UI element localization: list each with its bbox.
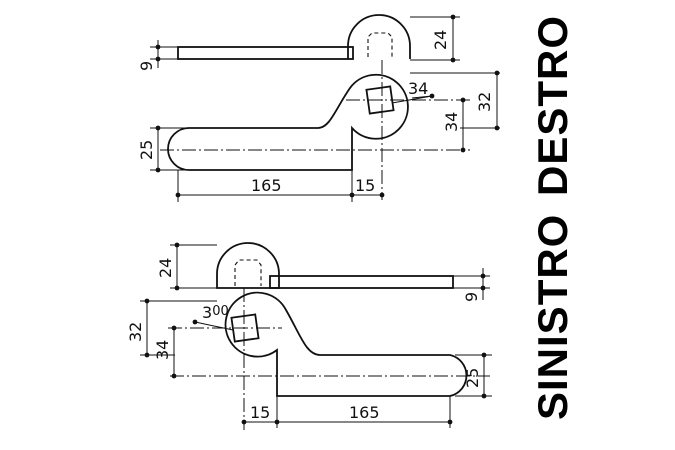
- sinistro-plate: [269, 275, 454, 289]
- destro-dim-pivot-to-plate: 32: [475, 92, 494, 112]
- sinistro-knuckle-hidden: [234, 259, 262, 286]
- sinistro-dim-pivot-to-arm: 34: [153, 340, 172, 360]
- destro-knuckle-hidden: [367, 32, 393, 57]
- sinistro-view: 24 9 32 34 300 25 15 165: [126, 242, 492, 430]
- destro-dim-pivot-offset: 15: [355, 176, 375, 195]
- sinistro-pivot-square: [230, 313, 260, 343]
- destro-arm: [167, 73, 409, 171]
- destro-dim-plate-thickness: 9: [137, 61, 156, 71]
- sinistro-knuckle: [216, 242, 280, 289]
- sinistro-dim-plate-thickness: 9: [462, 292, 481, 302]
- label-destro: DESTRO: [529, 15, 576, 196]
- sinistro-arm: [224, 291, 468, 397]
- label-sinistro: SINISTRO: [529, 214, 576, 420]
- sinistro-dim-pivot-offset: 15: [250, 403, 270, 422]
- destro-view: 9 24 32 34 34 25 165 15: [137, 14, 500, 202]
- destro-dim-square: 34: [408, 79, 428, 98]
- sinistro-dim-arm-width: 25: [463, 368, 482, 388]
- destro-dim-arm-length: 165: [251, 176, 282, 195]
- destro-plate: [177, 46, 354, 60]
- sinistro-dim-knuckle-height: 24: [156, 258, 175, 278]
- destro-dim-pivot-to-arm: 34: [442, 112, 461, 132]
- sinistro-dim-arm-length: 165: [349, 403, 380, 422]
- destro-dim-knuckle-height: 24: [431, 30, 450, 50]
- sinistro-dim-pivot-to-plate: 32: [126, 322, 145, 342]
- sinistro-dim-square: 300: [202, 303, 229, 322]
- destro-knuckle: [347, 14, 411, 59]
- destro-dim-arm-width: 25: [137, 140, 156, 160]
